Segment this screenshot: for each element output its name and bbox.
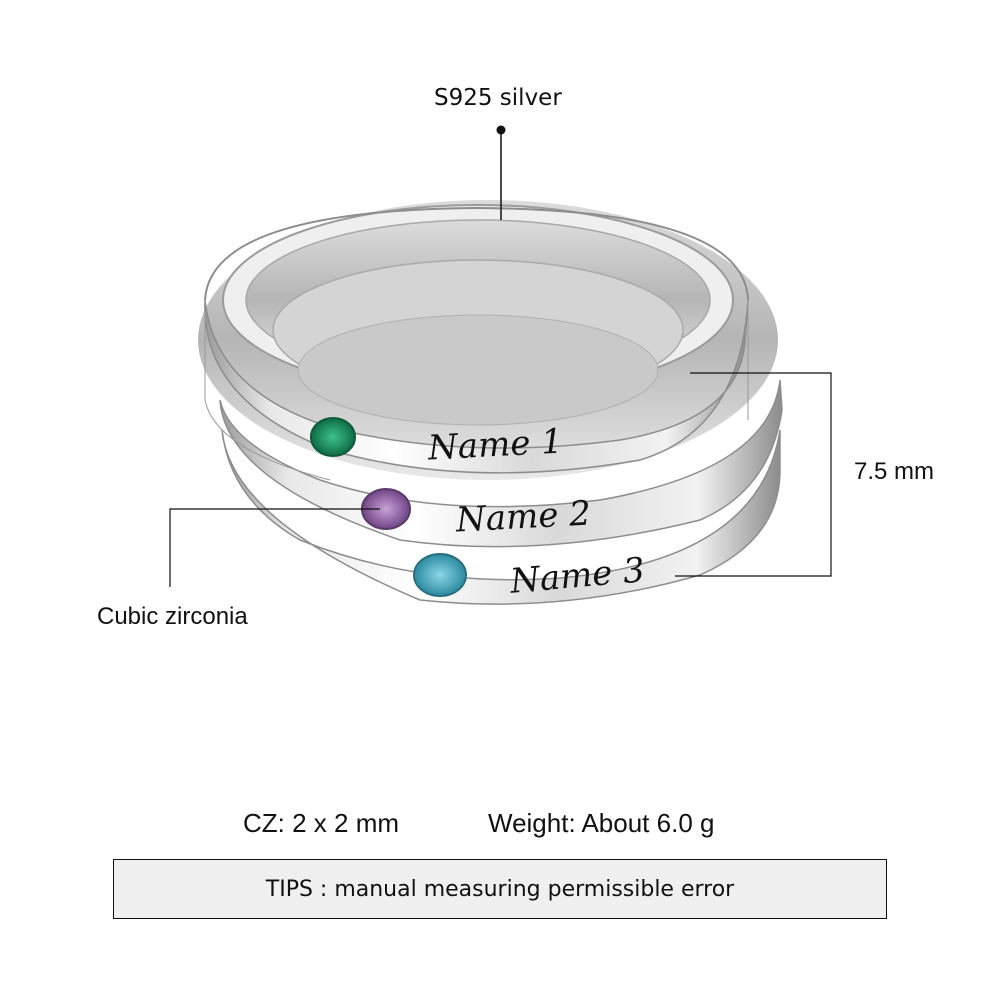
- tips-text: TIPS : manual measuring permissible erro…: [265, 876, 735, 902]
- ring-1-engraving: Name 1: [427, 421, 564, 469]
- ring-2-engraving: Name 2: [455, 493, 592, 541]
- material-label: S925 silver: [434, 85, 562, 111]
- stone-label: Cubic zirconia: [97, 603, 248, 630]
- height-dimension-label: 7.5 mm: [854, 458, 935, 485]
- cz-size-spec: CZ: 2 x 2 mm: [243, 808, 400, 838]
- tips-box: TIPS : manual measuring permissible erro…: [113, 859, 887, 919]
- weight-spec: Weight: About 6.0 g: [488, 808, 715, 838]
